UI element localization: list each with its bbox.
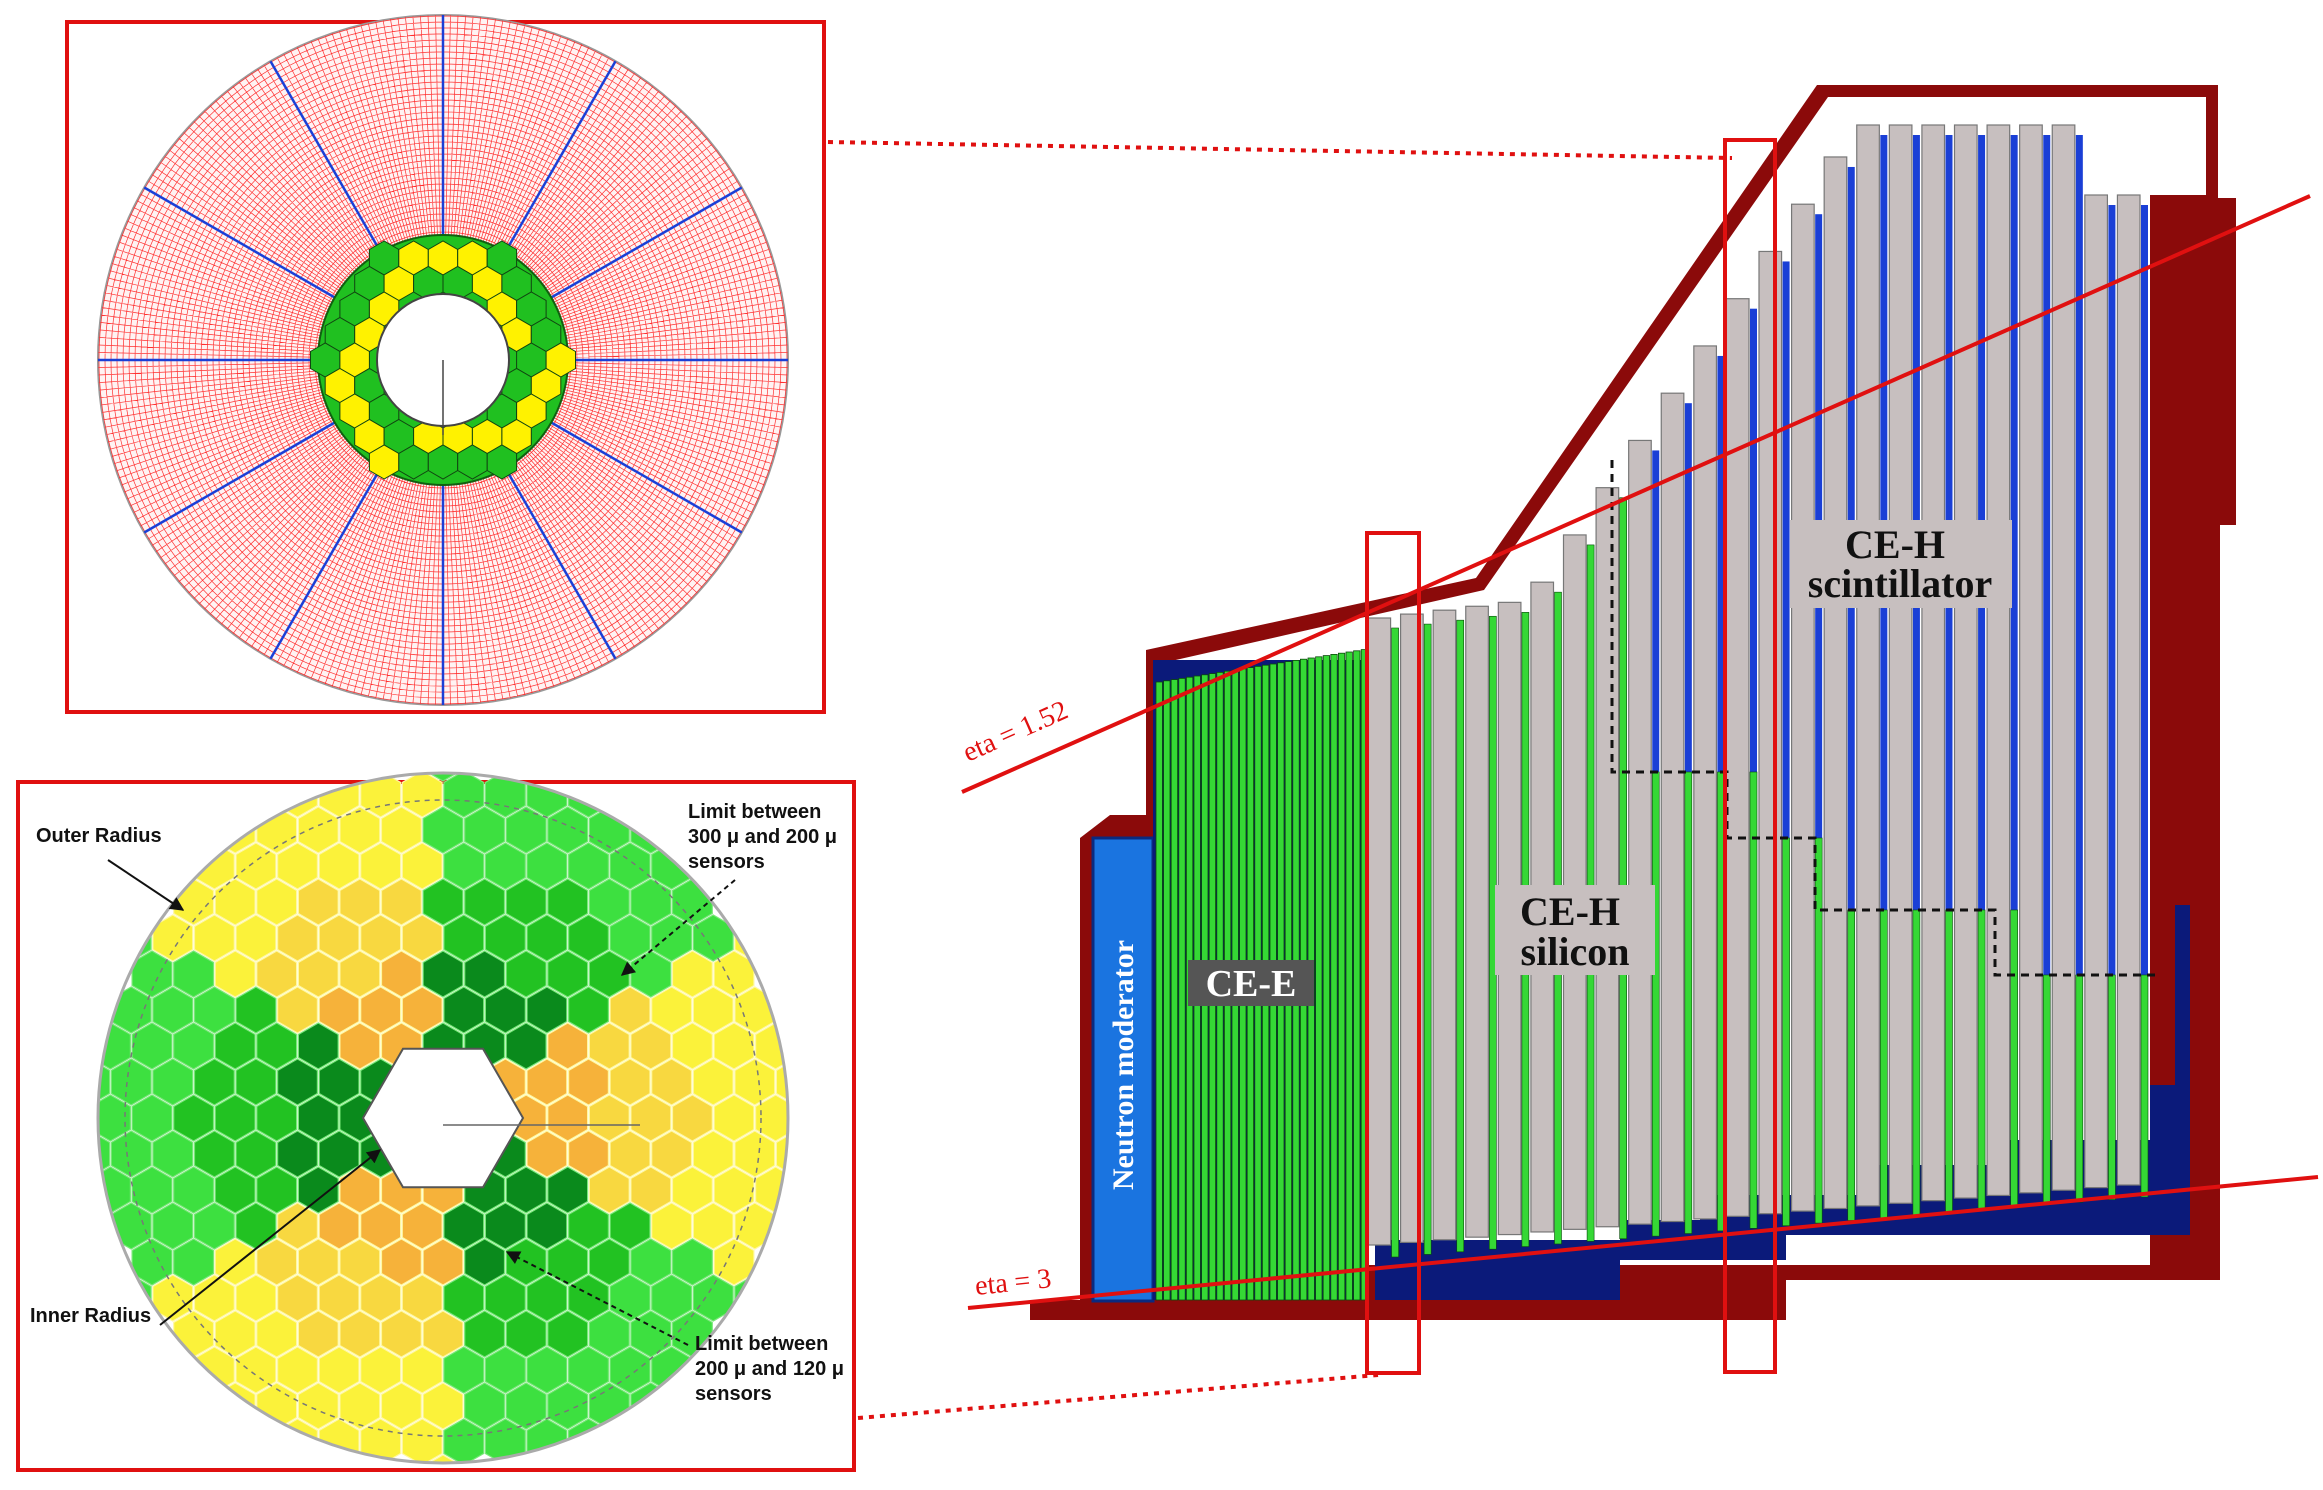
ce-h-absorber	[1465, 605, 1489, 1238]
silicon-layer	[1749, 771, 1758, 1229]
scintillator-layer	[2108, 205, 2116, 975]
scintillator-layer	[2141, 205, 2148, 975]
scintillator-layer	[1684, 403, 1692, 772]
neutron-moderator-label: Neutron moderator	[1107, 940, 1140, 1190]
ce-h-silicon-label-bg	[1495, 885, 1655, 975]
eta-1-52-line	[961, 194, 2311, 794]
ce-h-absorber	[1888, 124, 1913, 1204]
endcap-cross-section: Neutron moderator eta = 1.52 eta = 3 CE-…	[958, 85, 2319, 1375]
ce-e-layer	[1345, 651, 1353, 1301]
ce-h-absorber	[1986, 124, 2011, 1197]
ce-e-layer	[1163, 680, 1171, 1301]
outer-radius-circle	[96, 771, 790, 1465]
bottom-support	[1375, 905, 2190, 1300]
ce-h-scintillator-label-bg	[1790, 520, 2012, 608]
silicon-layer	[2075, 974, 2084, 1203]
ce-h-absorber	[2019, 124, 2043, 1194]
ce-h-absorber	[2084, 194, 2109, 1189]
ce-e-label-bg	[1188, 960, 1314, 1006]
sector-spoke	[528, 408, 743, 534]
scintillator-layer	[1717, 355, 1725, 772]
neutron-moderator	[1091, 836, 1155, 1303]
ce-e-layer	[1178, 678, 1186, 1301]
ce-h-absorber	[1953, 124, 1978, 1199]
ce-e-layer	[1155, 681, 1163, 1301]
sector-spoke	[269, 445, 395, 660]
sector-spoke	[528, 186, 743, 312]
silicon-layer	[1945, 909, 1953, 1213]
inner-hole	[361, 1047, 525, 1189]
ce-e-layer	[1353, 650, 1361, 1301]
ce-h-absorber	[1725, 298, 1750, 1217]
sector-spoke	[143, 408, 358, 534]
silicon-layer	[1782, 837, 1790, 1226]
sector-spokes	[98, 15, 788, 705]
silicon-layer	[2042, 974, 2051, 1206]
connector-bottom	[857, 1373, 1379, 1420]
ce-e-label: CE-E	[1206, 963, 1297, 1005]
ce-h-silicon-label: CE-H silicon	[1520, 889, 1630, 974]
silicon-layer	[2010, 909, 2018, 1208]
sector-spoke	[143, 186, 358, 312]
scintillator-layer	[1782, 261, 1790, 838]
ce-h-absorber	[1921, 124, 1946, 1202]
silicon-layer	[1651, 771, 1660, 1237]
silicon-layer	[1391, 627, 1399, 1258]
silicon-layer	[1880, 909, 1888, 1219]
ce-e-layer	[1322, 655, 1330, 1301]
ce-e-layer	[1170, 679, 1178, 1301]
silicon-layer	[1847, 909, 1856, 1221]
ce-h-absorber	[1432, 609, 1457, 1241]
silicon-layer	[1456, 619, 1465, 1253]
ce-h-absorber	[1856, 124, 1880, 1207]
ce-e-layer	[1338, 652, 1346, 1301]
silicon-layer	[2108, 974, 2116, 1200]
scintillator-layer	[1652, 450, 1660, 772]
scintillator-disc-inset	[65, 14, 826, 714]
silicon-layer	[1814, 837, 1823, 1224]
silicon-layer	[1684, 771, 1693, 1234]
highlight-box-ce-h	[1723, 138, 1777, 1374]
outer-radius-label: Outer Radius	[36, 825, 162, 847]
limit-200-120-label: Limit between 200 μ and 120 μ sensors	[695, 1333, 850, 1405]
ce-h-absorber	[1628, 439, 1652, 1225]
connector-top	[827, 140, 1733, 160]
ce-h-absorber	[1660, 392, 1685, 1223]
ce-h-absorber	[2116, 194, 2141, 1186]
sector-spoke	[269, 60, 395, 275]
ce-h-absorber	[1790, 203, 1815, 1212]
silicon-layer	[1423, 623, 1432, 1255]
eta-1-52-label: eta = 1.52	[958, 695, 1072, 769]
highlight-box-ce-e	[1365, 531, 1421, 1375]
inner-radius-label: Inner Radius	[30, 1305, 151, 1327]
scintillator-layer	[2075, 135, 2083, 975]
sector-spoke	[491, 445, 617, 660]
silicon-layer	[1619, 497, 1627, 1240]
ce-h-absorber	[1562, 534, 1587, 1230]
scintillator-layer	[2010, 135, 2018, 910]
sector-spoke	[491, 60, 617, 275]
ce-h-absorber	[1367, 617, 1392, 1246]
ce-h-scintillator-label: CE-H scintillator	[1808, 522, 1992, 606]
scintillator-layer	[2043, 135, 2051, 975]
silicon-layer	[2140, 974, 2149, 1198]
ce-h-absorber	[1758, 250, 1783, 1215]
eta-3-label: eta = 3	[973, 1263, 1052, 1302]
ce-h-absorber	[1693, 345, 1718, 1220]
silicon-layer	[1912, 909, 1921, 1216]
eta-3-line	[967, 1175, 2319, 1310]
ce-h-absorber	[1595, 487, 1620, 1228]
ce-e-layer	[1315, 656, 1323, 1301]
ce-h-absorber	[1823, 156, 1848, 1210]
limit-300-200-label: Limit between 300 μ and 200 μ sensors	[688, 801, 843, 873]
scintillator-layer	[1750, 308, 1757, 772]
silicon-wafer-inset: Outer Radius Inner Radius Limit between …	[16, 771, 856, 1472]
silicon-scintillator-boundary	[1610, 460, 2158, 977]
ce-h-absorber	[2051, 124, 2076, 1191]
silicon-layer	[1977, 909, 1986, 1211]
ce-e-layer	[1330, 654, 1338, 1301]
sensor-limit-circle	[124, 799, 762, 1437]
